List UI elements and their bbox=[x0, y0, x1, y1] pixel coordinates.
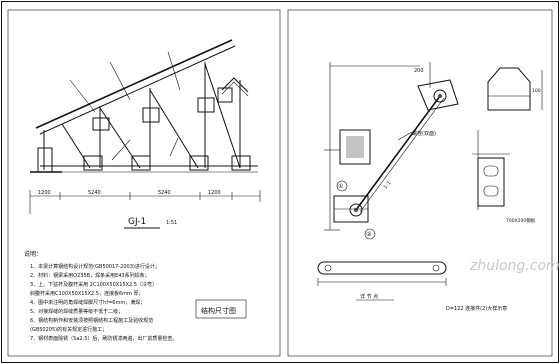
note-line: 斜腹杆采用C100X50X15X2.5，连接板6mm 厚； bbox=[30, 290, 144, 297]
side-note: 700X200钢板 bbox=[506, 217, 536, 224]
bottom-label: D=122 连接件(2)大样示意 bbox=[446, 305, 507, 312]
stamp-text: 结构尺寸图 bbox=[201, 306, 236, 315]
dim-bottom-3: 5240 bbox=[158, 190, 171, 196]
dim-top: 200 bbox=[414, 68, 424, 74]
truss-elevation bbox=[30, 39, 258, 173]
callout-1: ① bbox=[338, 183, 343, 190]
dim-right: 100 bbox=[532, 88, 541, 94]
callout-2: ② bbox=[366, 231, 372, 238]
notes-heading: 说明： bbox=[24, 250, 42, 258]
note-line: 6、钢结构制作和安装须按照钢结构工程施工及验收规范 bbox=[30, 317, 153, 324]
watermark: zhulong.com bbox=[469, 258, 560, 274]
truss-dimension-line: 1200 5240 5240 1200 bbox=[29, 190, 261, 214]
leader-label: 螺栓(双面) bbox=[412, 130, 436, 137]
detail-note: 详 节 点 bbox=[360, 293, 378, 300]
side-plate-detail: 100 700X200钢板 bbox=[472, 67, 543, 224]
right-sheet-border bbox=[287, 9, 553, 357]
dim-bottom-1: 1200 bbox=[38, 190, 51, 196]
note-line: 4、图中未注明的角焊缝焊脚尺寸hf=6mm，满焊； bbox=[30, 299, 145, 306]
dim-bottom-2: 5240 bbox=[88, 190, 101, 196]
note-line: 3、上、下弦杆及腹杆采用 2C100X50X15X2.5（冷弯） bbox=[30, 281, 157, 288]
link-plate-detail: 详 节 点 D=122 连接件(2)大样示意 bbox=[317, 261, 507, 312]
design-notes: 说明： 1、本梁计算钢结构设计规范(GB50017-2003)进行设计； 2、材… bbox=[24, 250, 177, 342]
connection-detail: 螺栓(双面) 1-1 200 ① ② bbox=[324, 62, 459, 240]
title-stamp: 结构尺寸图 bbox=[195, 299, 247, 319]
truss-scale: 1:51 bbox=[166, 220, 177, 226]
note-line: 7、钢材表面除锈（Sa2.5）后，刷防锈漆两遍，出厂前质量检查。 bbox=[30, 335, 177, 342]
note-line: 2、材料：钢梁采用Q235B，焊条采用E43系列焊条； bbox=[30, 272, 150, 279]
note-line: 1、本梁计算钢结构设计规范(GB50017-2003)进行设计； bbox=[30, 263, 160, 270]
dim-bottom-4: 1200 bbox=[208, 190, 221, 196]
truss-label: GJ-1 bbox=[128, 217, 146, 227]
note-line: 5、对接焊缝的焊缝质量等级不低于二级； bbox=[30, 308, 123, 315]
section-label: 1-1 bbox=[383, 180, 393, 190]
left-sheet-border bbox=[7, 9, 281, 357]
note-line: (GB50205)的有关规定进行施工； bbox=[30, 326, 107, 333]
